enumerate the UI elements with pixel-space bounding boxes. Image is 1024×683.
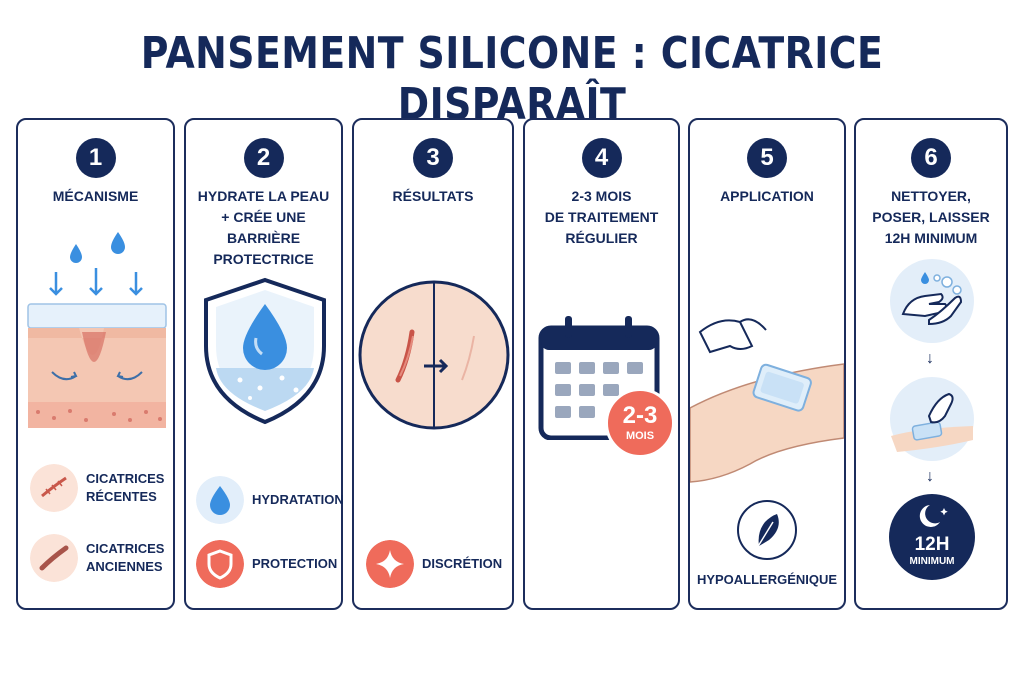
step-number: 4: [581, 138, 622, 178]
duration-unit: MOIS: [625, 430, 655, 442]
card-nettoyer: 6 NETTOYER, POSER, LAISSER 12H MINIMUM ↓…: [854, 118, 1008, 610]
step-caption: 2-3 MOIS DE TRAITEMENT RÉGULIER: [544, 188, 659, 246]
duration-value: 2-3: [622, 402, 658, 429]
card-resultats: 3 RÉSULTATS DISCRÉTION: [352, 118, 514, 610]
feature-cicatrices-anciennes: CICATRICES ANCIENNES: [30, 534, 164, 582]
feature-cicatrices-recentes: CICATRICES RÉCENTES: [30, 464, 164, 512]
step-number: 6: [911, 138, 951, 178]
feature-label: CICATRICES RÉCENTES: [86, 471, 165, 504]
hand-washing-icon: [890, 259, 974, 343]
page-title: PANSEMENT SILICONE : CICATRICE DISPARAÎT: [140, 28, 884, 130]
card-mecanisme: 1 MÉCANISME CICATRI: [16, 118, 175, 610]
hypoallergenique-label: HYPOALLERGÉNIQUE: [696, 572, 838, 587]
feature-label: CICATRICES ANCIENNES: [86, 541, 165, 574]
water-drop-icon: [196, 476, 244, 524]
night-unit: MINIMUM: [909, 556, 955, 567]
step-caption: NETTOYER, POSER, LAISSER 12H MINIMUM: [872, 188, 990, 246]
before-after-illustration: [358, 280, 510, 430]
feature-label: HYDRATATION: [252, 492, 344, 507]
feather-icon: [756, 514, 779, 549]
night-hours: 12H: [914, 534, 950, 555]
step-caption: RÉSULTATS: [392, 188, 474, 204]
feature-discretion: DISCRÉTION: [366, 540, 502, 588]
shield-icon: [196, 540, 244, 588]
arrow-down-icon: ↓: [926, 350, 934, 367]
step-number: 1: [75, 138, 116, 178]
card-traitement: 4 2-3 MOIS DE TRAITEMENT RÉGULIER 2-3 MO…: [523, 118, 680, 610]
patch-placing-icon: [890, 377, 974, 461]
feature-label: PROTECTION: [252, 556, 338, 571]
step-caption: HYDRATE LA PEAU + CRÉE UNE BARRIÈRE PROT…: [197, 188, 330, 267]
skin-mechanism-illustration: [27, 232, 167, 428]
feature-hydratation: HYDRATATION: [196, 476, 344, 524]
step-number: 5: [747, 138, 787, 178]
step-caption: APPLICATION: [720, 188, 814, 204]
sparkle-icon: [366, 540, 414, 588]
step-number: 3: [413, 138, 453, 178]
shield-drop-illustration: [204, 277, 326, 425]
step-caption: MÉCANISME: [52, 188, 139, 204]
duration-badge: 2-3 MOIS: [605, 388, 675, 458]
feather-badge: [737, 500, 797, 560]
night-badge: 12H MINIMUM: [889, 494, 975, 580]
card-hydrate: 2 HYDRATE LA PEAU + CRÉE UNE BARRIÈRE PR…: [184, 118, 344, 610]
card-application: 5 APPLICATION HYPOALLERGÉNIQUE: [688, 118, 846, 610]
recent-scar-icon: [30, 464, 78, 512]
arrow-down-icon: ↓: [926, 468, 934, 485]
arm-patch-illustration: [690, 318, 844, 483]
step-number: 2: [243, 138, 284, 178]
feature-label: DISCRÉTION: [422, 556, 503, 571]
old-scar-icon: [30, 534, 78, 582]
moon-icon: [919, 505, 948, 527]
feature-protection: PROTECTION: [196, 540, 337, 588]
